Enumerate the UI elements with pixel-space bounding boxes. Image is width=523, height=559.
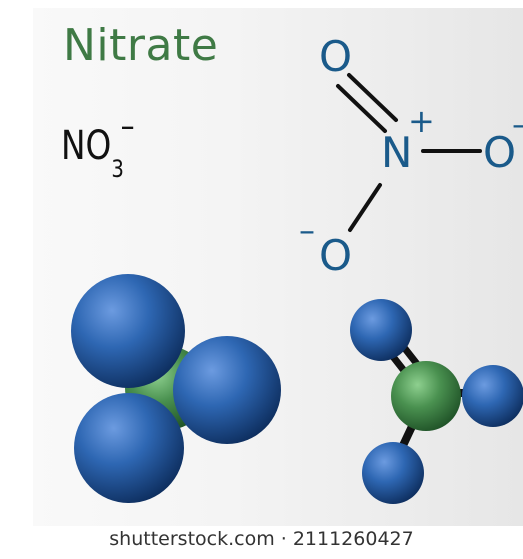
charge-minus-right: – [512,105,523,143]
space-fill-oxygen-atom-right [173,336,281,444]
ball-oxygen-atom-top [350,299,412,361]
single-bond-bottom [348,183,382,232]
formula-subscript: 3 [111,155,124,183]
double-bond-line-2 [347,73,398,122]
ball-and-stick-model [350,299,523,504]
space-fill-oxygen-atom-top [71,274,185,388]
illustration-panel: Nitrate NO3 – O N + O – – [33,8,523,526]
ball-oxygen-atom-right [462,365,523,427]
double-bond-line-1 [336,84,387,133]
chemical-formula: NO3 – [61,109,135,181]
formula-base: NO [61,123,112,169]
charge-plus: + [408,102,435,140]
molecule-title: Nitrate [63,20,219,71]
formula-charge: – [120,106,135,146]
ball-oxygen-atom-bottom [362,442,424,504]
structural-formula: O N + O – – O [299,32,523,280]
molecule-illustration: O N + O – – O [71,32,523,504]
atom-label-o-bottom: O [319,231,352,280]
watermark-caption: shutterstock.com · 2111260427 [109,528,414,550]
space-fill-oxygen-atom-bottom [74,393,184,503]
atom-label-n: N [381,128,412,177]
atom-label-o-top: O [319,32,352,81]
atom-label-o-right: O [483,128,516,177]
charge-minus-bottom: – [299,211,315,249]
ball-nitrogen-atom [391,361,461,431]
space-filling-model [71,274,281,503]
